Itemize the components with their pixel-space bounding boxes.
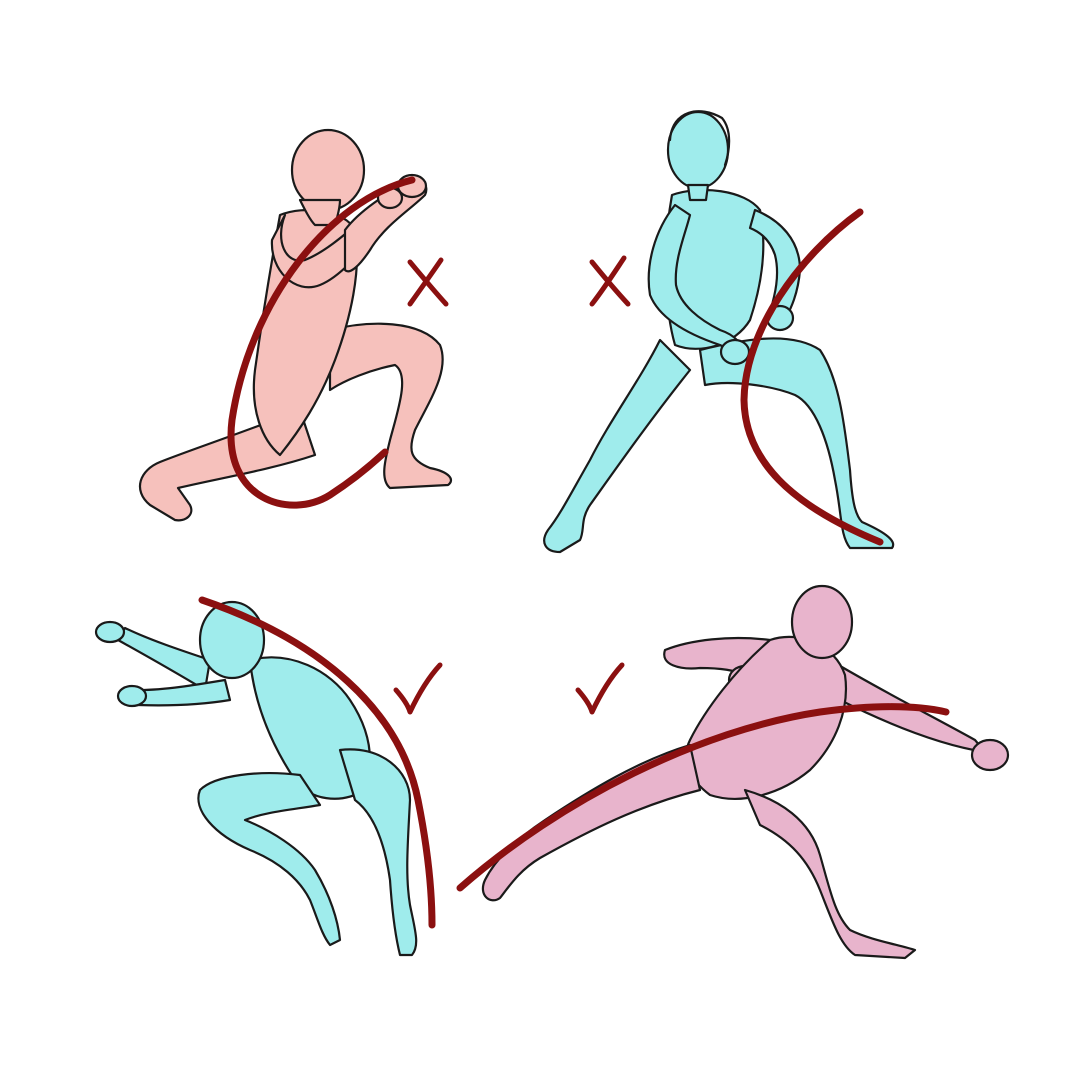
- panel-crouching-boxer: [139, 128, 453, 522]
- lunging-punch-figure: [481, 584, 1010, 960]
- panel-leaping: [94, 596, 443, 957]
- check-mark-icon: [575, 662, 625, 715]
- x-mark-icon: [589, 255, 631, 307]
- leaping-figure: [94, 600, 418, 957]
- line-of-action-curve: [740, 208, 884, 546]
- x-mark-icon: [407, 257, 449, 307]
- wide-stance-figure: [543, 110, 895, 554]
- panel-lunging-punch: [456, 584, 1010, 960]
- line-of-action-curve: [456, 703, 950, 892]
- line-of-action-curve: [227, 176, 416, 509]
- panel-wide-stance: [543, 110, 895, 554]
- check-mark-icon: [393, 662, 443, 715]
- crouching-boxer-figure: [139, 128, 453, 522]
- line-of-action-curve: [198, 596, 436, 929]
